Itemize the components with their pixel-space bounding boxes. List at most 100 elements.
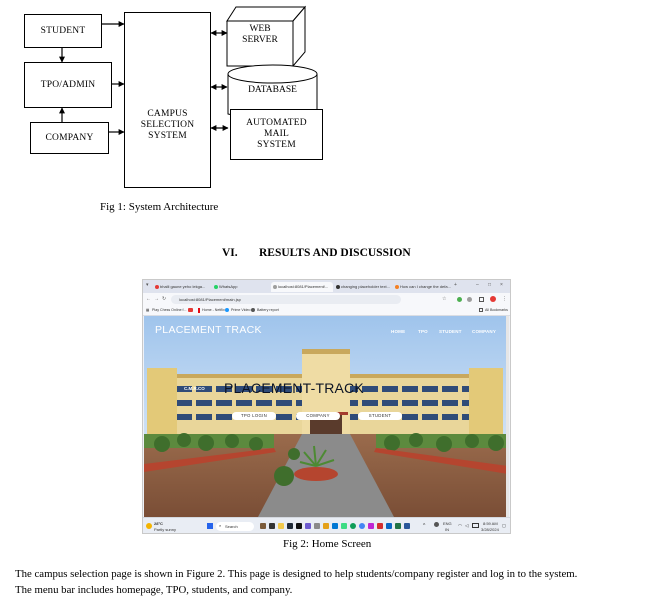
taskbar-app-icon[interactable] (368, 523, 374, 529)
company-box: COMPANY (30, 122, 109, 154)
taskbar-time[interactable]: 8:59 AM (483, 521, 498, 526)
site-nav-tpo[interactable]: TPO (418, 329, 428, 334)
star-icon[interactable]: ☆ (442, 296, 447, 302)
search-icon: ⌕ (219, 523, 222, 528)
keyboard-region[interactable]: IN (445, 527, 449, 532)
extension-icon[interactable] (457, 297, 462, 302)
site-nav-student[interactable]: STUDENT (439, 329, 462, 334)
forward-icon[interactable]: → (154, 296, 159, 302)
building-sign: C.M.R.CO (184, 386, 205, 391)
taskbar-app-icon[interactable] (386, 523, 392, 529)
battery-icon[interactable] (472, 523, 479, 528)
figure1-caption: Fig 1: System Architecture (100, 201, 219, 213)
folder-app-icon[interactable] (278, 523, 284, 529)
taskbar-app-icon[interactable] (323, 523, 329, 529)
wifi-icon[interactable]: ◠ (458, 523, 462, 528)
paragraph-line-2: The menu bar includes homepage, TPO, stu… (15, 584, 293, 596)
browser-address-row: ← → ↻ localhost:8081/Placement/main.jsp … (143, 293, 510, 306)
bookmark-item[interactable]: Battery report (257, 308, 279, 312)
bookmark-item[interactable]: Play Chess Online f... (152, 308, 187, 312)
browser-tab[interactable]: changing placeholder text... (334, 282, 392, 292)
globe-icon (251, 308, 255, 312)
bookmark-item[interactable]: Prime Video (231, 308, 251, 312)
mail-label-1: AUTOMATED (246, 118, 307, 128)
taskbar-search-box[interactable] (216, 522, 254, 531)
sidepanel-icon[interactable] (479, 297, 484, 302)
campus-label-3: SYSTEM (148, 130, 187, 141)
tab-menu-icon[interactable]: ▾ (146, 282, 149, 288)
site-brand[interactable]: PLACEMENT TRACK (155, 324, 262, 336)
campus-label-1: CAMPUS (147, 108, 188, 119)
taskbar-app-icon[interactable] (287, 523, 293, 529)
youtube-bookmark-icon[interactable] (188, 308, 193, 312)
volume-icon[interactable]: ◁ (465, 523, 469, 528)
taskbar-app-icon[interactable] (269, 523, 275, 529)
browser-tab[interactable]: WhatsApp (212, 282, 270, 292)
reload-icon[interactable]: ↻ (162, 296, 167, 302)
site-nav-company[interactable]: COMPANY (472, 329, 497, 334)
body-paragraph: The campus selection page is shown in Fi… (15, 566, 640, 598)
taskbar-app-icon[interactable] (305, 523, 311, 529)
chevron-up-icon[interactable]: ^ (423, 523, 426, 529)
keyboard-language[interactable]: ENG (443, 521, 452, 526)
weather-temp[interactable]: 28°C (154, 521, 163, 526)
site-nav-home[interactable]: HOME (391, 329, 406, 334)
webserver-label: WEB SERVER (227, 24, 293, 46)
company-label: COMPANY (45, 132, 94, 143)
database-cylinder (227, 64, 318, 120)
kebab-menu-icon[interactable]: ⋮ (502, 296, 507, 302)
tpo-login-button[interactable]: TPO LOGIN (232, 412, 276, 420)
youtube-icon (155, 285, 159, 289)
company-button[interactable]: COMPANY (296, 412, 340, 420)
taskbar-app-icon[interactable] (395, 523, 401, 529)
weather-desc[interactable]: Partly sunny (154, 527, 177, 532)
taskbar-app-icon[interactable] (377, 523, 383, 529)
taskbar-app-icon[interactable] (350, 523, 356, 529)
taskbar-date[interactable]: 3/28/2024 (481, 527, 499, 532)
apps-icon[interactable]: ▦ (146, 308, 150, 312)
webserver-box (226, 5, 307, 68)
tab-label: WhatsApp (219, 284, 238, 289)
section-title: RESULTS AND DISCUSSION (259, 247, 411, 259)
notification-icon[interactable]: ◻ (502, 523, 506, 528)
browser-tab[interactable]: bhalli gaune yeho lekga... (153, 282, 211, 292)
close-icon[interactable]: × (500, 282, 503, 288)
tab-label: localhost:8081/Placement/... (278, 284, 329, 289)
tray-icon[interactable] (434, 522, 439, 527)
taskbar-app-icon[interactable] (341, 523, 347, 529)
all-bookmarks-link[interactable]: All Bookmarks (485, 308, 508, 312)
taskbar-app-icon[interactable] (260, 523, 266, 529)
taskbar-app-icon[interactable] (296, 523, 302, 529)
taskbar-app-icon[interactable] (332, 523, 338, 529)
hero-title: PLACEMENT-TRACK (224, 380, 364, 396)
page-scrollbar[interactable] (506, 316, 509, 517)
profile-avatar[interactable] (490, 296, 496, 302)
browser-tab-bar: ▾ bhalli gaune yeho lekga... WhatsApp lo… (143, 280, 510, 293)
student-button[interactable]: STUDENT (358, 412, 402, 420)
windows-start-icon[interactable] (207, 523, 213, 529)
minimize-icon[interactable]: – (476, 282, 479, 288)
url-input[interactable]: localhost:8081/Placement/main.jsp (171, 295, 401, 304)
taskbar-search-label: Search (225, 524, 238, 529)
tab-label: changing placeholder text... (341, 284, 390, 289)
tab-label: How can I change the defa... (400, 284, 451, 289)
maximize-icon[interactable]: □ (488, 282, 492, 288)
mail-system-box: AUTOMATED MAIL SYSTEM (230, 109, 323, 160)
weather-icon (146, 523, 152, 529)
folder-icon (479, 308, 483, 312)
chrome-icon[interactable] (359, 523, 365, 529)
bookmark-item[interactable]: Home - Netflix (202, 308, 225, 312)
browser-tab-active[interactable]: localhost:8081/Placement/... (271, 282, 333, 292)
back-icon[interactable]: ← (146, 296, 151, 302)
taskbar-app-icon[interactable] (314, 523, 320, 529)
tpo-admin-box: TPO/ADMIN (24, 62, 112, 108)
word-icon[interactable] (404, 523, 410, 529)
prime-video-icon (225, 308, 229, 312)
extension-icon[interactable] (467, 297, 472, 302)
student-box: STUDENT (24, 14, 102, 48)
placement-track-site: PLACEMENT TRACK HOME TPO STUDENT COMPANY… (144, 316, 508, 517)
netflix-icon (198, 308, 200, 313)
new-tab-icon[interactable]: + (454, 282, 457, 288)
browser-tab[interactable]: How can I change the defa... (393, 282, 451, 292)
bookmarks-bar: ▦ Play Chess Online f... Home - Netflix … (143, 306, 510, 316)
